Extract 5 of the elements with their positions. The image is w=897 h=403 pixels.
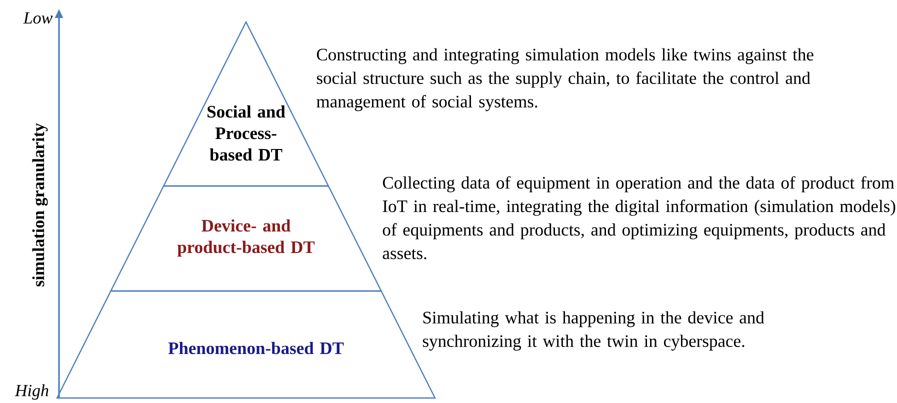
axis-title: simulation granularity [32, 123, 48, 286]
description-text: Constructing and integrating simulation models like twins against the social structure such as the supply chain, to facilitate the control and management of social systems. [316, 48, 814, 112]
description-text: Collecting data of equipment in operation and the data of product from IoT in real-time, integrating the digital information (simulation models) of equipments and products, and optimizing equipments, products and assets. [382, 176, 896, 260]
description-text: Simulating what is happening in the device and synchronizing it with the twin in cyberspace. [422, 311, 764, 351]
axis-label: Low [23, 12, 53, 24]
